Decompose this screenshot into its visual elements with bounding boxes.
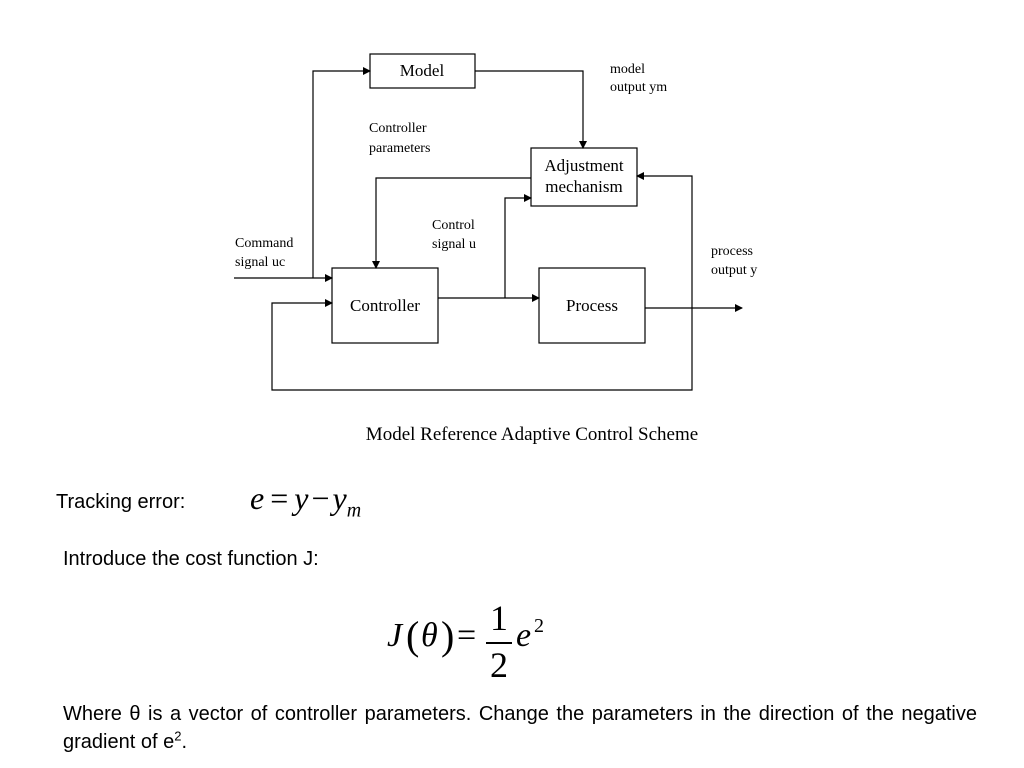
cost-function-intro: Introduce the cost function J: [63,548,319,570]
paragraph-superscript: 2 [174,728,182,744]
cost-rparen: ) [441,613,455,658]
cost-lparen: ( [406,613,420,658]
tracking-error-equation: e=y−ym [250,480,361,522]
command-to-model-line [312,67,371,278]
cost-numerator: 1 [490,598,508,638]
cost-theta: θ [421,617,438,654]
diagram-caption: Model Reference Adaptive Control Scheme [366,424,698,445]
eq-minus: − [311,480,330,516]
model-block [369,53,476,89]
process-label: Process [566,296,618,315]
eq-e: e [250,480,265,516]
output-to-adjustment-line [636,172,693,308]
controller-params-label-1: Controller [369,121,427,136]
command-signal-label-1: Command [235,236,293,251]
adjustment-label-line1: Adjustment [544,156,624,175]
controller-params-label-2: parameters [369,141,430,156]
model-output-label-1: model [610,62,645,77]
control-signal-label-2: signal u [432,237,476,252]
process-block [538,267,646,344]
cost-equals: = [457,617,477,654]
tracking-error-label: Tracking error: [56,491,186,513]
cost-e: e [516,617,532,654]
feedback-line [271,299,693,391]
mrac-block-diagram: Model Adjustment mechanism Controller Pr… [234,53,757,445]
eq-ym: y [332,480,347,516]
adjustment-mechanism-block [530,147,638,207]
control-signal-label-1: Control [432,218,475,233]
paragraph-text: Where θ is a vector of controller parame… [63,703,977,753]
fraction-bar [486,642,512,644]
cost-exponent: 2 [534,615,544,637]
eq-equals: = [270,480,289,516]
model-output-line [475,70,587,149]
adjustment-label-line2: mechanism [545,177,622,196]
controller-label: Controller [350,296,420,315]
command-signal-label-2: signal uc [235,255,285,270]
control-to-adjustment-line [504,194,532,298]
model-label: Model [400,61,445,80]
eq-y: y [294,480,309,516]
model-output-label-2: output ym [610,80,667,95]
paragraph-end: . [181,731,187,753]
process-output-label-2: output y [711,263,757,278]
controller-block [331,267,439,344]
controller-parameters-line [372,177,531,269]
gradient-paragraph: Where θ is a vector of controller parame… [63,700,977,756]
eq-ym-subscript: m [346,499,362,522]
cost-denominator: 2 [490,645,508,685]
cost-J: J [387,617,403,654]
process-output-label-1: process [711,244,753,259]
